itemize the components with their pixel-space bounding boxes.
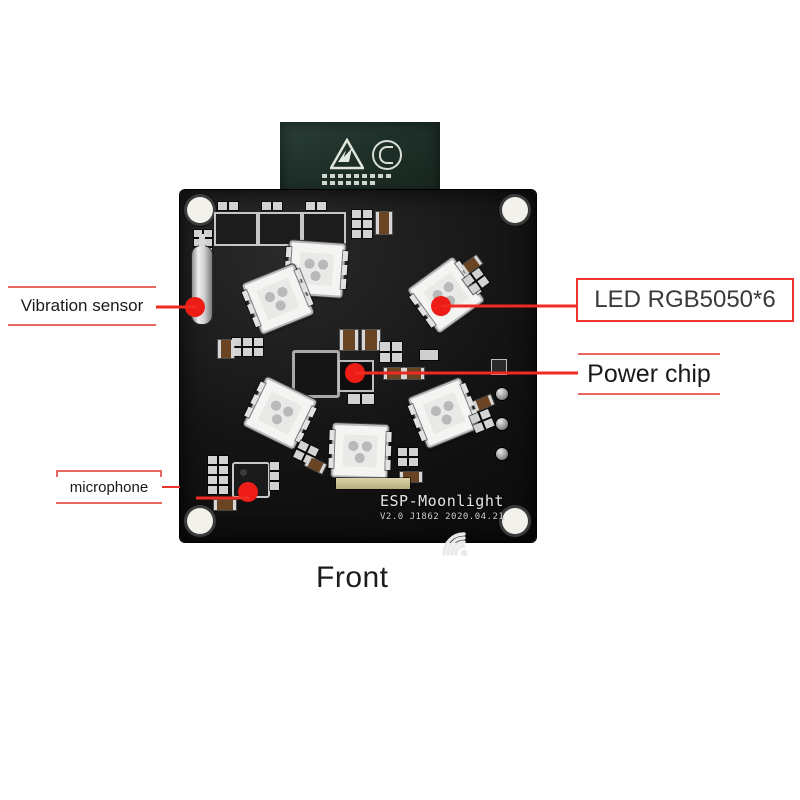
power-cap-1 bbox=[340, 330, 358, 350]
callout-label-microphone: microphone bbox=[56, 470, 162, 504]
pad-cluster-center bbox=[380, 342, 402, 362]
power-cap-2 bbox=[362, 330, 380, 350]
gold-pad-strip bbox=[336, 478, 410, 489]
resistor-lower-left bbox=[304, 456, 327, 474]
mounting-hole-bottom-right bbox=[502, 508, 528, 534]
mosfet-pads-2 bbox=[262, 202, 282, 210]
callout-label-vibration-sensor: Vibration sensor bbox=[8, 286, 156, 326]
resistor-mic bbox=[214, 500, 236, 510]
rgb-led-bottom bbox=[331, 423, 389, 479]
pad-cluster-mic-left bbox=[208, 456, 228, 494]
tab-pad-row bbox=[322, 174, 396, 186]
resistor-top-middle bbox=[376, 212, 392, 234]
shield-can bbox=[292, 350, 340, 398]
callout-stub-microphone bbox=[162, 486, 180, 488]
mounting-hole-top-right bbox=[502, 197, 528, 223]
figure-caption: Front bbox=[316, 561, 389, 594]
silkscreen-title: ESP-Moonlight bbox=[380, 492, 504, 510]
pad-cluster-below-power bbox=[348, 394, 374, 404]
resistor-lower-right bbox=[472, 394, 495, 412]
callout-line-led bbox=[441, 304, 578, 308]
callout-label-power-chip: Power chip bbox=[578, 353, 720, 395]
mosfet-pads-3 bbox=[306, 202, 326, 210]
esd-warning-icon bbox=[330, 138, 364, 170]
test-point-1 bbox=[496, 388, 508, 400]
pad-cluster-mid-left bbox=[232, 338, 263, 356]
pad-cluster-bottom-middle bbox=[398, 448, 418, 466]
pcb-top-tab bbox=[280, 122, 440, 194]
led-die bbox=[342, 434, 378, 468]
silkscreen-revision: V2.0 J1862 2020.04.21 bbox=[380, 512, 505, 522]
pad-cluster-mic-right bbox=[270, 462, 279, 490]
led-die bbox=[422, 391, 466, 435]
callout-line-microphone bbox=[196, 496, 250, 500]
pcb-photo: ESP-Moonlight V2.0 J1862 2020.04.21 bbox=[180, 122, 536, 557]
smd-right-edge bbox=[492, 360, 506, 374]
mosfet-pads-1 bbox=[218, 202, 238, 210]
led-die bbox=[257, 391, 303, 435]
led-die bbox=[256, 277, 300, 321]
resistor-mid-left bbox=[218, 340, 234, 358]
smd-inductor bbox=[420, 350, 438, 360]
test-point-3 bbox=[496, 448, 508, 460]
test-point-2 bbox=[496, 418, 508, 430]
mosfet-package-1 bbox=[216, 214, 256, 244]
rgb-led-lower-right bbox=[407, 377, 481, 449]
resistor-bottom-middle bbox=[400, 472, 422, 482]
espressif-wifi-logo-icon bbox=[438, 520, 480, 560]
mounting-hole-top-left bbox=[187, 197, 213, 223]
recycle-mark-icon bbox=[372, 140, 402, 170]
callout-line-power-chip bbox=[355, 371, 578, 375]
callout-label-led: LED RGB5050*6 bbox=[576, 278, 794, 322]
mosfet-package-3 bbox=[304, 214, 344, 244]
mosfet-package-2 bbox=[260, 214, 300, 244]
pad-cluster-top-middle bbox=[352, 210, 372, 238]
callout-line-vibration-sensor bbox=[156, 305, 196, 309]
mounting-hole-bottom-left bbox=[187, 508, 213, 534]
